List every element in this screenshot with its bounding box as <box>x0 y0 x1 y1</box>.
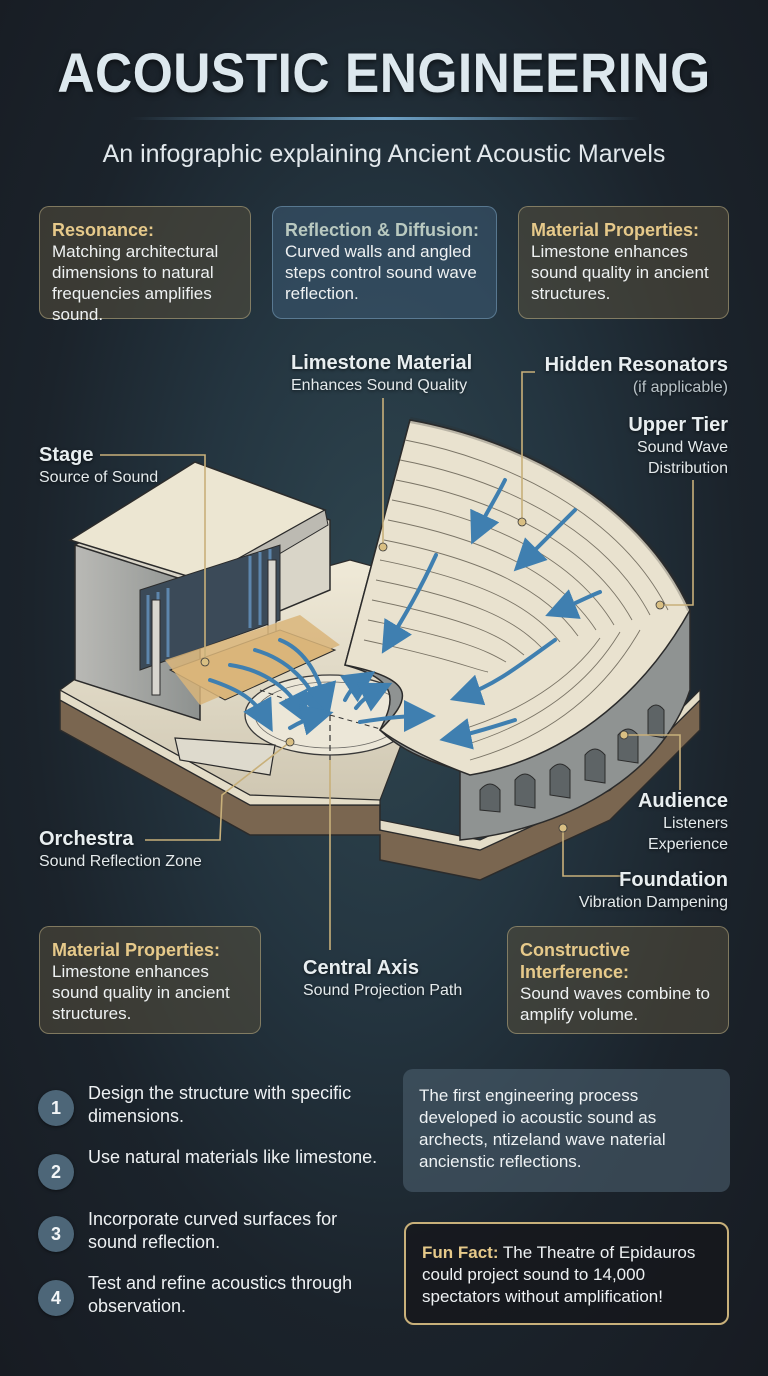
label-upper-tier: Upper Tier Sound Wave Distribution <box>628 414 728 477</box>
seating-cavea <box>344 417 693 841</box>
page-title: ACOUSTIC ENGINEERING <box>57 41 711 104</box>
step-item: 2 Use natural materials like limestone. <box>38 1146 378 1190</box>
sound-wave-arrows <box>208 478 602 750</box>
title-divider <box>130 117 640 120</box>
step-number-badge: 1 <box>38 1090 74 1126</box>
step-item: 4 Test and refine acoustics through obse… <box>38 1272 378 1318</box>
card-body: Sound waves combine to amplify volume. <box>520 984 710 1024</box>
label-hidden-resonators: Hidden Resonators (if applicable) <box>544 354 728 396</box>
process-steps: 1 Design the structure with specific dim… <box>38 1082 378 1336</box>
card-body: Curved walls and angled steps control so… <box>285 242 477 303</box>
card-body: Limestone enhances sound quality in anci… <box>52 962 230 1023</box>
process-note-box: The first engineering process developed … <box>403 1069 730 1192</box>
foundation-slab <box>59 688 701 881</box>
leader-lines <box>100 371 694 950</box>
step-number-badge: 3 <box>38 1216 74 1252</box>
card-heading: Resonance: <box>52 220 155 240</box>
label-orchestra: Orchestra Sound Reflection Zone <box>39 828 202 870</box>
fun-fact-box: Fun Fact: The Theatre of Epidauros could… <box>404 1222 729 1325</box>
step-text: Incorporate curved surfaces for sound re… <box>88 1209 338 1252</box>
label-limestone-material: Limestone Material Enhances Sound Qualit… <box>291 352 473 394</box>
fun-fact-label: Fun Fact: <box>422 1243 499 1262</box>
label-central-axis: Central Axis Sound Projection Path <box>303 957 463 999</box>
material-properties-card-bottom: Material Properties: Limestone enhances … <box>39 926 261 1034</box>
card-heading: Reflection & Diffusion: <box>285 220 479 240</box>
step-number-badge: 4 <box>38 1280 74 1316</box>
label-stage: Stage Source of Sound <box>39 444 159 486</box>
theatre-illustration <box>58 371 701 950</box>
step-item: 1 Design the structure with specific dim… <box>38 1082 378 1128</box>
card-body: Matching architectural dimensions to nat… <box>52 242 219 324</box>
fun-fact-text: The Theatre of Epidauros could project s… <box>422 1243 696 1306</box>
page-subtitle: An infographic explaining Ancient Acoust… <box>102 140 666 168</box>
card-body: Limestone enhances sound quality in anci… <box>531 242 709 303</box>
card-heading: Constructive Interference: <box>520 940 631 982</box>
step-item: 3 Incorporate curved surfaces for sound … <box>38 1208 378 1254</box>
reflection-diffusion-card: Reflection & Diffusion: Curved walls and… <box>272 206 497 319</box>
step-text: Use natural materials like limestone. <box>88 1147 378 1167</box>
resonance-card: Resonance: Matching architectural dimens… <box>39 206 251 324</box>
card-heading: Material Properties: <box>52 940 221 960</box>
step-number-badge: 2 <box>38 1154 74 1190</box>
step-text: Test and refine acoustics through observ… <box>88 1273 353 1316</box>
constructive-interference-card: Constructive Interference: Sound waves c… <box>507 926 729 1034</box>
label-foundation: Foundation Vibration Dampening <box>578 869 728 911</box>
step-text: Design the structure with specific dimen… <box>88 1083 352 1126</box>
stage-building <box>68 461 340 722</box>
label-audience: Audience Listeners Experience <box>637 790 728 853</box>
material-properties-card: Material Properties: Limestone enhances … <box>518 206 729 319</box>
card-heading: Material Properties: <box>531 220 700 240</box>
